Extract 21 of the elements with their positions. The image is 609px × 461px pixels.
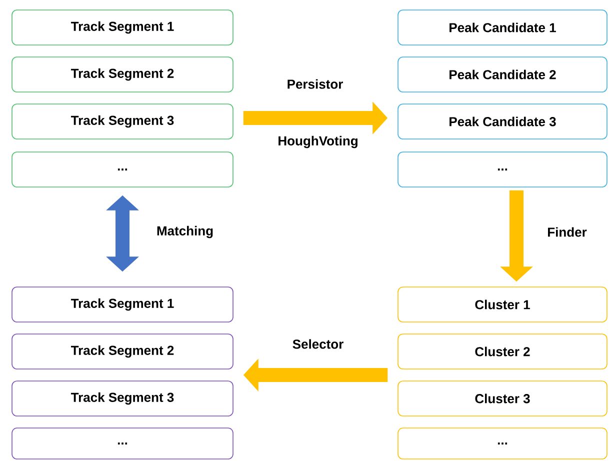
list-box: Track Segment 1	[12, 286, 234, 322]
list-box: ...	[12, 428, 234, 460]
list-box: ...	[398, 428, 608, 460]
list-box: Track Segment 2	[12, 334, 234, 370]
list-box: Peak Candidate 2	[398, 56, 608, 92]
list-box: Track Segment 2	[12, 56, 234, 92]
list-box: Track Segment 1	[12, 10, 234, 46]
list-box: Cluster 2	[398, 334, 608, 370]
list-box: Cluster 3	[398, 380, 608, 416]
list-box: ...	[12, 152, 234, 188]
arrow-caption: HoughVoting	[276, 134, 360, 150]
list-box: Peak Candidate 3	[398, 104, 608, 140]
edge-label: Selector	[291, 338, 345, 350]
edge-label: Matching	[155, 224, 215, 240]
list-box: Peak Candidate 1	[398, 10, 608, 46]
list-box: Track Segment 3	[12, 104, 234, 140]
list-box: ...	[398, 152, 608, 188]
list-box: Cluster 1	[398, 286, 608, 322]
edge-label: Persistor	[286, 78, 344, 90]
list-box: Track Segment 3	[12, 380, 234, 416]
edge-label: Finder	[546, 226, 588, 238]
